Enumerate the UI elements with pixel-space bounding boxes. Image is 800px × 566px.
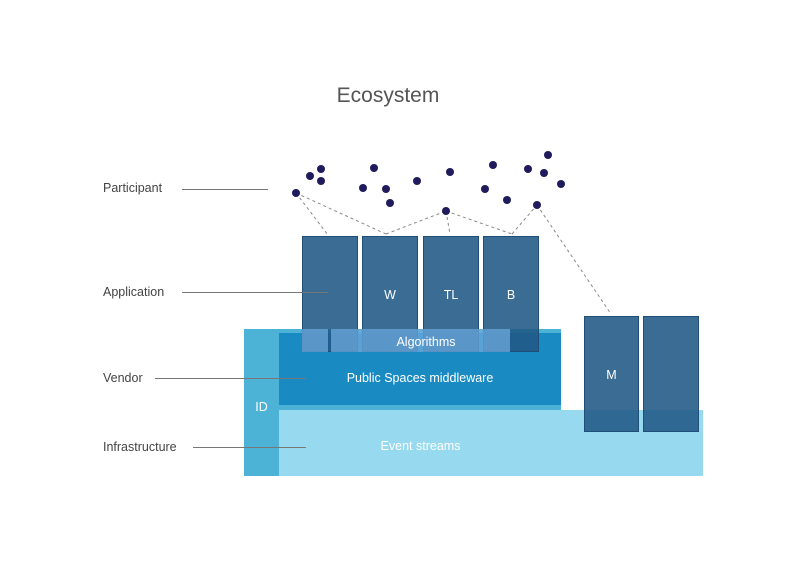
participant-dot [386,199,394,207]
id-layer-column [244,410,279,476]
leader-line-vendor [155,378,306,379]
participant-dot [317,165,325,173]
connection-line [445,210,513,235]
application-box-label: W [384,288,396,302]
participant-dot [540,169,548,177]
leader-line-application [182,292,328,293]
diagram-title: Ecosystem [336,84,440,107]
algorithms-band-left [302,329,328,352]
application-box-label: B [506,288,516,302]
connection-line [385,210,447,235]
application-box-b: B [483,236,539,352]
participant-dot [370,164,378,172]
participant-dot [557,180,565,188]
participant-dot [446,168,454,176]
participant-dot [524,165,532,173]
participant-dot [382,185,390,193]
leader-line-infrastructure [193,447,306,448]
connection-line [511,204,538,235]
connection-line [536,204,612,315]
external-application-box [643,316,699,432]
participant-dot [489,161,497,169]
participant-dot [533,201,541,209]
id-label: ID [255,400,268,414]
application-box-label: M [606,368,617,382]
middleware-label: Public Spaces middleware [346,371,494,385]
participant-dot [359,184,367,192]
label-participant: Participant [103,181,163,195]
algorithms-label: Algorithms [396,335,456,349]
algorithms-band [331,329,510,352]
participant-dot [442,207,450,215]
event-streams-label: Event streams [380,439,461,453]
participant-dot [306,172,314,180]
application-box-label: TL [443,288,459,302]
connection-line [445,210,451,235]
label-vendor: Vendor [103,371,143,385]
participant-dot [503,196,511,204]
connection-line [295,192,387,235]
participant-dot [544,151,552,159]
external-application-box-m: M [584,316,639,432]
participant-dot [481,185,489,193]
label-infrastructure: Infrastructure [103,440,177,454]
connection-line [295,192,329,236]
label-application: Application [103,285,165,299]
participant-dot [292,189,300,197]
participant-dot [317,177,325,185]
participant-dot [413,177,421,185]
leader-line-participant [182,189,268,190]
